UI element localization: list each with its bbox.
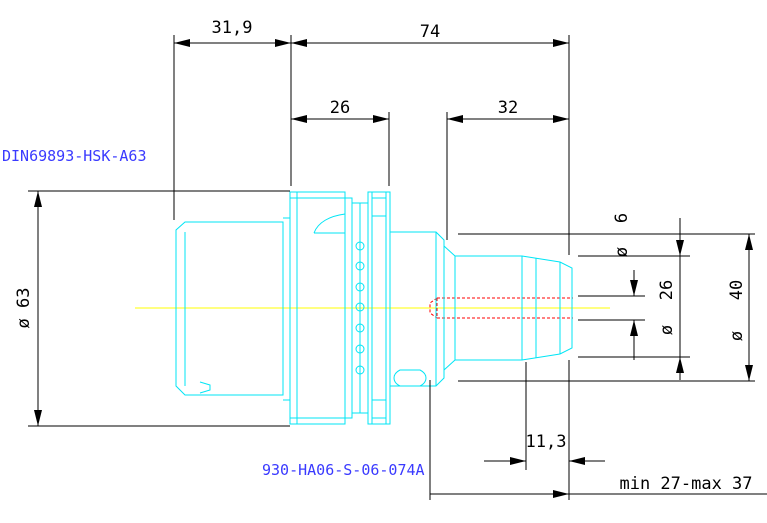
extension-lines	[28, 35, 755, 500]
dim-insertion-depth	[430, 490, 767, 498]
dim-shank-diameter	[34, 191, 42, 426]
dim-body-diameter-symbol: ø	[657, 325, 677, 335]
dim-body-diameter-label: 26	[657, 280, 677, 300]
dim-outer-diameter-label: 40	[727, 280, 747, 300]
dim-shank-diameter-label: ø 63	[14, 288, 34, 329]
dim-nose-length	[447, 115, 569, 123]
dim-insertion-depth-label: min 27-max 37	[619, 474, 752, 494]
dim-nose-length-label: 32	[498, 98, 518, 118]
dim-flange-to-nose-label: 26	[330, 98, 350, 118]
dim-flange-offset	[174, 39, 291, 47]
dim-overall-length-label: 74	[420, 22, 440, 42]
dim-flange-offset-label: 31,9	[212, 18, 253, 38]
dim-flange-to-nose	[291, 115, 389, 123]
hidden-bore	[429, 297, 573, 319]
dim-body-diameter	[676, 218, 684, 380]
dim-bore-diameter-symbol: ø	[612, 247, 632, 257]
dim-outer-diameter-symbol: ø	[727, 331, 747, 341]
dim-clamp-length-label: 11,3	[526, 432, 567, 452]
dim-bore-diameter	[630, 270, 638, 360]
dim-outer-diameter	[745, 234, 753, 381]
tool-holder-outline	[175, 191, 573, 425]
dim-overall-length	[291, 39, 569, 47]
holder-standard-label: DIN69893-HSK-A63	[2, 147, 147, 165]
orientation-notches	[355, 241, 365, 375]
part-number-label: 930-HA06-S-06-074A	[262, 461, 425, 479]
dim-clamp-length	[484, 457, 605, 465]
dim-bore-diameter-label: 6	[612, 213, 632, 223]
